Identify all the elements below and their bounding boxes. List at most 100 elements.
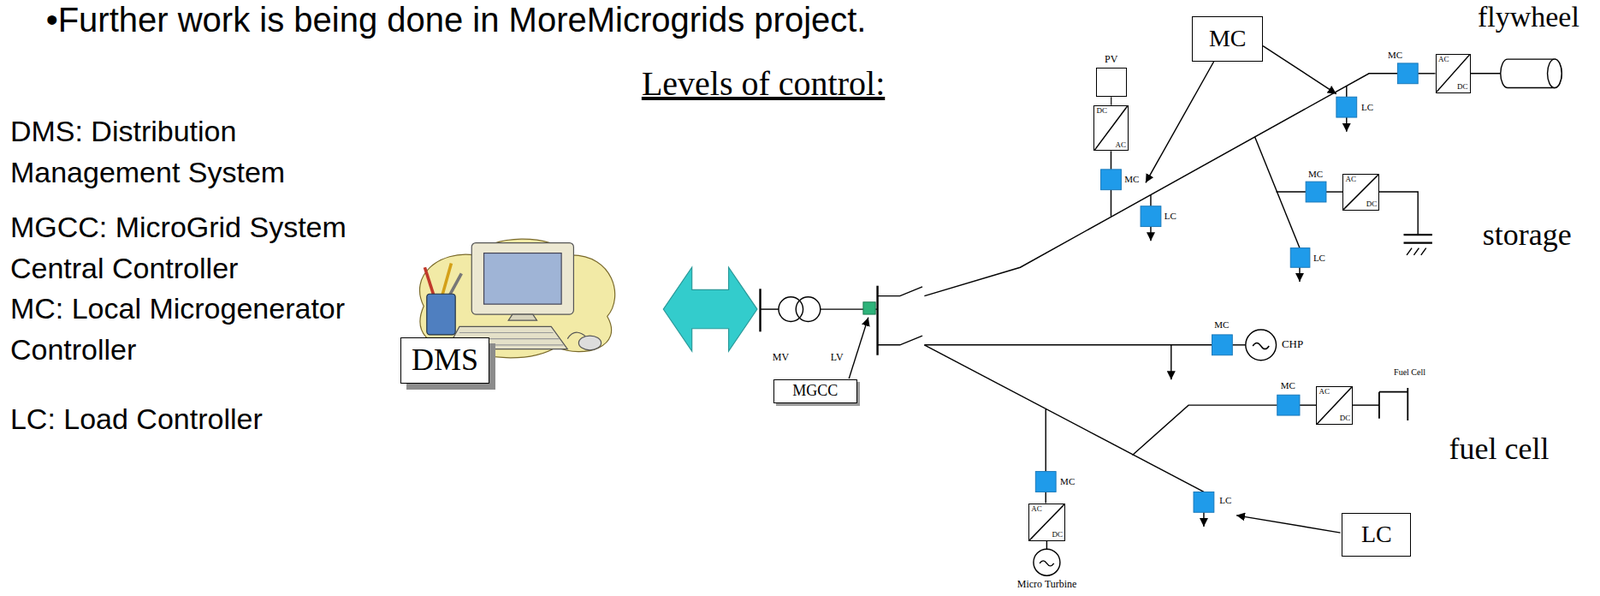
network-wires-part [1404, 234, 1433, 243]
component-name: storage [1482, 217, 1572, 253]
network-wires-part [1326, 190, 1343, 192]
network-wires-part [1202, 511, 1204, 527]
network-wires-part [1345, 85, 1347, 97]
converter-label: AC [1318, 387, 1330, 397]
controller-tag: LC [1361, 101, 1374, 113]
computer-clipart-part [424, 266, 434, 296]
converter-diagonal-line [1436, 54, 1470, 92]
converter-box: DC AC [1093, 105, 1129, 152]
controller-tag: LC [1219, 494, 1232, 506]
leader-arrows-part [1236, 515, 1341, 533]
computer-clipart-part [508, 314, 537, 320]
controller-squares-part [1336, 96, 1358, 118]
controller-tag: MC [1308, 168, 1323, 180]
network-wires-part [877, 335, 923, 345]
controller-tag: MC [1280, 379, 1296, 392]
network-wires-part [1046, 540, 1048, 550]
leader-arrows [848, 46, 1340, 533]
network-wires-part [1406, 248, 1427, 255]
component-name: CHP [1281, 337, 1304, 351]
network-wires-part [877, 286, 923, 297]
network-wires-part [924, 73, 1398, 297]
network-wires-part [1132, 404, 1278, 455]
network-wires-part [1417, 72, 1435, 74]
computer-clipart-part [426, 293, 456, 335]
converter-diagonal-line [1343, 174, 1379, 210]
converter-box: AC DC [1028, 503, 1066, 541]
network-wires-part [1352, 403, 1380, 405]
network-wires-part [1299, 403, 1316, 405]
network-wires-part [1110, 150, 1112, 169]
converter-label: DC [1366, 200, 1378, 209]
box-label: MC [1208, 25, 1247, 53]
converter-label: DC [1096, 106, 1108, 116]
converter-label: AC [1345, 175, 1357, 184]
network-wires-part [1547, 59, 1563, 88]
computer-clipart-part [484, 253, 563, 305]
callout-box: MC [1191, 16, 1263, 61]
network-wires-part [758, 288, 761, 332]
converter-label: DC [1457, 82, 1469, 92]
controller-squares-part [1290, 248, 1310, 268]
controller-squares-part [1397, 63, 1418, 84]
network-wires-part [1039, 560, 1055, 566]
component-name: PV [1104, 53, 1118, 66]
network-wires-part [1149, 195, 1151, 207]
abbreviation-note: MGCC: MicroGrid System Central Controlle… [10, 206, 396, 289]
network-wires-part [1232, 343, 1245, 345]
network-wires-part [1345, 117, 1347, 132]
converter-box: AC DC [1435, 53, 1471, 93]
network-wires-part [924, 344, 1204, 492]
converter-label: AC [1438, 55, 1450, 65]
network-wires-part [1298, 266, 1300, 282]
controller-tag: LC [1164, 210, 1177, 222]
converter-label: AC [1115, 141, 1127, 150]
network-wires-part [1149, 226, 1151, 242]
controller-tag: MC [1060, 475, 1075, 487]
pv-panel-box: PV [1096, 67, 1127, 98]
controller-squares-part [1140, 206, 1162, 227]
leader-arrows-part [1145, 61, 1215, 184]
abbreviation-note: DMS: Distribution Management System [10, 110, 396, 193]
controller-squares-part [1035, 471, 1056, 492]
computer-clipart-part [471, 242, 574, 315]
callout-box: LC [1341, 512, 1411, 557]
dms-box: DMS [400, 337, 491, 385]
network-wires-part [1045, 491, 1047, 503]
network-wires-part [1110, 189, 1112, 217]
component-name: flywheel [1477, 0, 1580, 34]
network-wires [760, 59, 1563, 575]
network-wires-part [1045, 408, 1047, 472]
mgcc-point [863, 302, 876, 315]
computer-clipart-part [449, 272, 462, 296]
abbreviation-note: MC: Local Microgenerator Controller [10, 287, 396, 370]
converter-label: DC [1052, 530, 1064, 540]
converter-diagonal-line [1094, 106, 1128, 151]
network-wires-part [924, 343, 1212, 345]
box-label: LC [1361, 521, 1393, 548]
box-label: MGCC [792, 382, 838, 400]
slide-bullet: •Further work is being done in MoreMicro… [46, 0, 867, 40]
converter-diagonal-line [1316, 386, 1352, 424]
network-wires-part [1033, 548, 1061, 575]
converter-label: AC [1031, 504, 1043, 514]
converter-box: AC DC [1342, 173, 1380, 211]
computer-clipart-part [442, 262, 452, 296]
box-label: DMS [411, 343, 479, 378]
network-wires-part [1252, 342, 1269, 349]
controller-squares-part [1211, 334, 1233, 356]
controller-squares-part [1193, 491, 1215, 512]
converter-label: DC [1339, 414, 1352, 423]
connector-line [1110, 96, 1112, 106]
network-wires-part [1469, 72, 1501, 74]
converter-diagonal-line [1029, 503, 1065, 540]
controller-tag: LC [1313, 252, 1326, 264]
network-wires-part [1379, 387, 1408, 421]
network-wires-part [1276, 190, 1307, 192]
network-wires-part [795, 296, 821, 322]
converter-box: AC DC [1315, 385, 1353, 425]
network-wires-part [1245, 329, 1277, 361]
controller-tag: MC [1387, 49, 1403, 61]
controller-squares-part [1305, 181, 1327, 202]
